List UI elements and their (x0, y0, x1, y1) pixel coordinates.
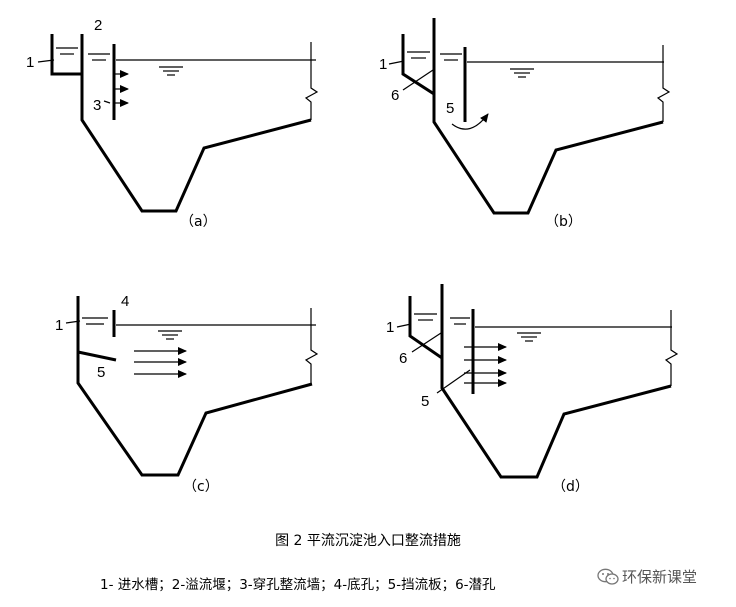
panel-c: 1 4 5 （c） (55, 293, 319, 495)
channel-level-symbol (414, 313, 470, 325)
inlet-channel (401, 34, 664, 215)
panel-label: （b） (545, 214, 582, 230)
channel-level-symbol (407, 51, 462, 61)
inlet-channel (408, 296, 672, 479)
callout-1: 1 (55, 317, 63, 334)
watermark-text: 环保新课堂 (622, 568, 698, 586)
water-level-symbol (510, 68, 534, 78)
flow-arrows (114, 70, 129, 107)
inlet-channel (76, 296, 313, 477)
baffle (77, 350, 117, 362)
callout-3: 3 (93, 97, 101, 114)
flow-arrows (464, 343, 507, 387)
flow-arrows (134, 347, 187, 378)
break-mark (304, 308, 319, 384)
callout-5: 5 (97, 364, 105, 381)
channel-level-symbol (82, 317, 108, 325)
callout-2: 2 (94, 17, 102, 34)
break-mark (664, 310, 679, 386)
callout-5: 5 (446, 100, 454, 117)
callout-6: 6 (399, 350, 407, 367)
break-mark (656, 45, 671, 122)
water-level-symbol (159, 66, 183, 76)
panel-label: （a） (180, 214, 217, 230)
callout-1: 1 (379, 56, 387, 73)
panel-label: （d） (552, 479, 589, 495)
watermark: 环保新课堂 (597, 566, 697, 587)
figure-caption: 图 2 平流沉淀池入口整流措施 (275, 533, 461, 549)
legend: 1- 进水槽；2-溢流堰；3-穿孔整流墙；4-底孔；5-挡流板；6-潜孔 (100, 577, 496, 593)
break-mark (304, 42, 319, 120)
water-level-symbol (158, 330, 182, 340)
inlet-channel (50, 34, 312, 213)
curved-flow-arrow (451, 113, 489, 130)
panel-label: （c） (183, 479, 219, 495)
callout-1: 1 (386, 319, 394, 336)
panel-d: 1 6 5 （d） (386, 284, 679, 495)
wechat-icon (597, 568, 619, 585)
callout-5: 5 (421, 393, 429, 410)
callout-1: 1 (26, 54, 34, 71)
panel-b: 1 6 5 （b） (379, 18, 671, 230)
channel-level-symbol (56, 47, 110, 61)
callout-4: 4 (121, 293, 129, 310)
panel-a: 1 2 3 （a） (26, 17, 319, 230)
water-level-symbol (517, 332, 541, 342)
callout-6: 6 (391, 87, 399, 104)
